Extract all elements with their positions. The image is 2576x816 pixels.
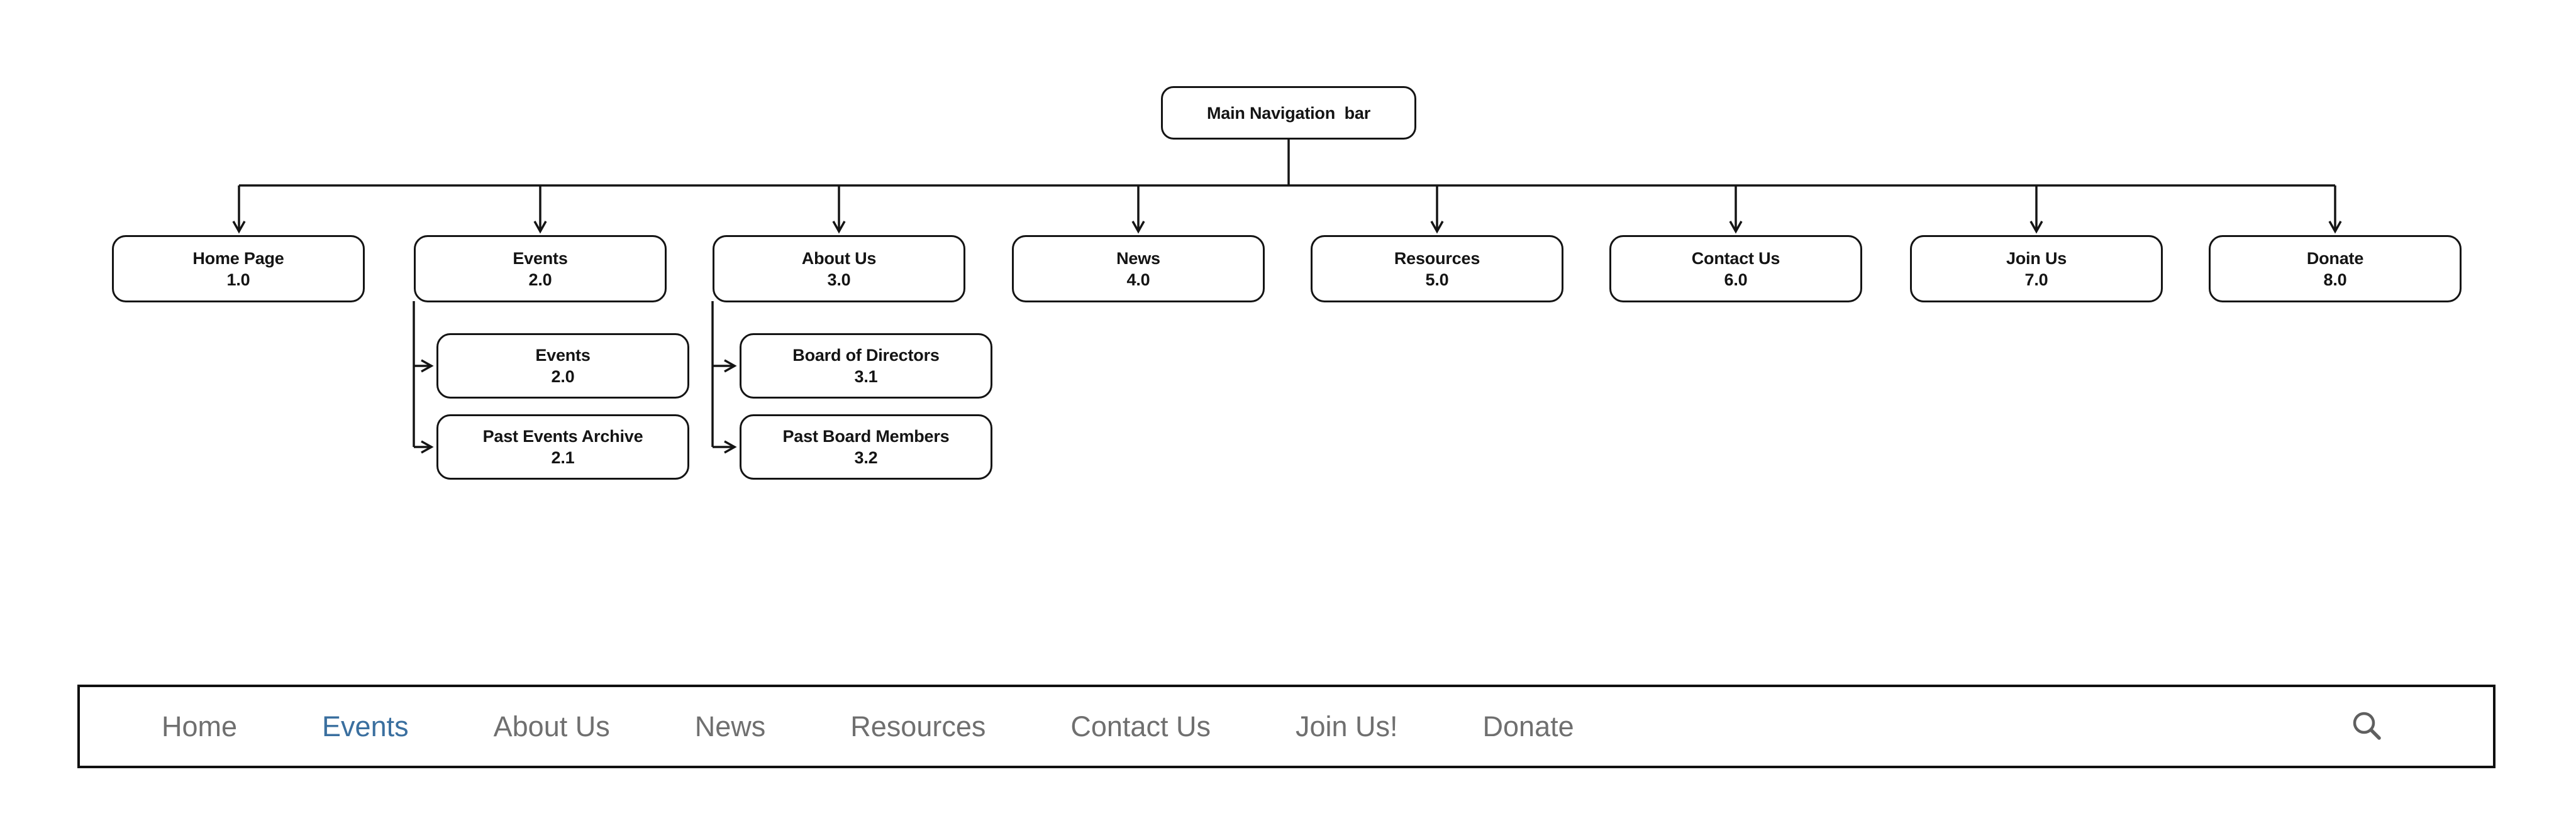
node-number: 1.0 [226,270,250,289]
search-icon [2353,712,2381,740]
node-number: 7.0 [2024,270,2048,289]
node-label: Donate [2306,248,2364,268]
node-label: About Us [801,248,877,268]
search-button[interactable] [2350,709,2385,744]
node-label: Main Navigation bar [1206,103,1371,123]
node-number: 4.0 [1126,270,1150,289]
node-label: News [1116,248,1160,268]
node-label: Past Board Members [782,427,950,446]
node-resources[interactable]: Resources 5.0 [1311,235,1563,302]
node-number: 2.1 [551,448,575,467]
node-label: Past Events Archive [482,427,643,446]
nav-join-us[interactable]: Join Us! [1295,710,1398,742]
node-news[interactable]: News 4.0 [1012,235,1265,302]
node-label: Home Page [192,248,284,268]
node-home-page[interactable]: Home Page 1.0 [112,235,365,302]
nav-events[interactable]: Events [322,710,409,742]
node-past-board-members[interactable]: Past Board Members 3.2 [740,414,992,480]
node-number: 2.0 [528,270,552,289]
node-past-events-archive[interactable]: Past Events Archive 2.1 [436,414,689,480]
nav-contact-us[interactable]: Contact Us [1070,710,1211,742]
node-number: 2.0 [551,367,575,386]
nav-news[interactable]: News [694,710,766,742]
node-label: Events [535,346,591,365]
node-label: Contact Us [1691,248,1780,268]
nav-resources[interactable]: Resources [850,710,986,742]
bottom-navbar: Home Events About Us News Resources Cont… [77,685,2496,768]
node-label: Events [513,248,568,268]
node-board-of-directors[interactable]: Board of Directors 3.1 [740,333,992,399]
node-label: Join Us [2006,248,2067,268]
node-number: 3.0 [827,270,851,289]
node-label: Board of Directors [792,346,940,365]
node-contact-us[interactable]: Contact Us 6.0 [1609,235,1862,302]
node-number: 3.2 [854,448,878,467]
node-number: 6.0 [1724,270,1748,289]
nav-about-us[interactable]: About Us [493,710,610,742]
node-number: 5.0 [1425,270,1449,289]
node-join-us[interactable]: Join Us 7.0 [1910,235,2163,302]
node-events-sub[interactable]: Events 2.0 [436,333,689,399]
node-label: Resources [1394,248,1480,268]
nav-home[interactable]: Home [162,710,238,742]
node-number: 8.0 [2323,270,2347,289]
node-donate[interactable]: Donate 8.0 [2209,235,2462,302]
node-main-navigation-bar[interactable]: Main Navigation bar [1161,86,1416,140]
node-events[interactable]: Events 2.0 [414,235,667,302]
node-number: 3.1 [854,367,878,386]
nav-donate[interactable]: Donate [1482,710,1574,742]
node-about-us[interactable]: About Us 3.0 [713,235,965,302]
